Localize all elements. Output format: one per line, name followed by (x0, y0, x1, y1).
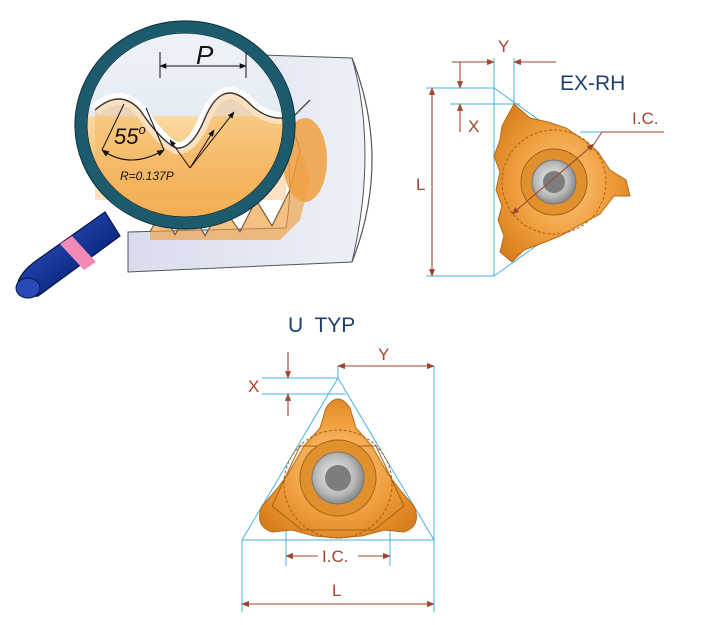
u-typ-insert-drawing: Y X I.C. L U TYP (241, 314, 435, 612)
ex-rh-dim-ic: I.C. (632, 109, 658, 128)
ex-rh-insert-drawing: Y X L I.C. EX-RH (416, 37, 664, 277)
pitch-label: P (196, 40, 214, 70)
ex-rh-title: EX-RH (560, 72, 625, 95)
thread-magnifier-illustration: P 55o R=0.137P (15, 20, 373, 299)
ex-rh-dim-y: Y (498, 37, 509, 56)
radius-label: R=0.137P (120, 169, 174, 183)
u-typ-dim-y: Y (378, 345, 389, 364)
u-typ-dim-l: L (332, 581, 341, 600)
u-typ-dim-ic: I.C. (322, 547, 348, 566)
u-typ-title: U TYP (288, 314, 355, 337)
magnifier-lens (74, 20, 296, 230)
ex-rh-dim-l: L (416, 175, 425, 194)
angle-label: 55o (114, 122, 146, 149)
u-typ-dim-x: X (248, 377, 259, 396)
ex-rh-dim-x: X (468, 117, 479, 136)
magnifier-handle (15, 211, 121, 299)
